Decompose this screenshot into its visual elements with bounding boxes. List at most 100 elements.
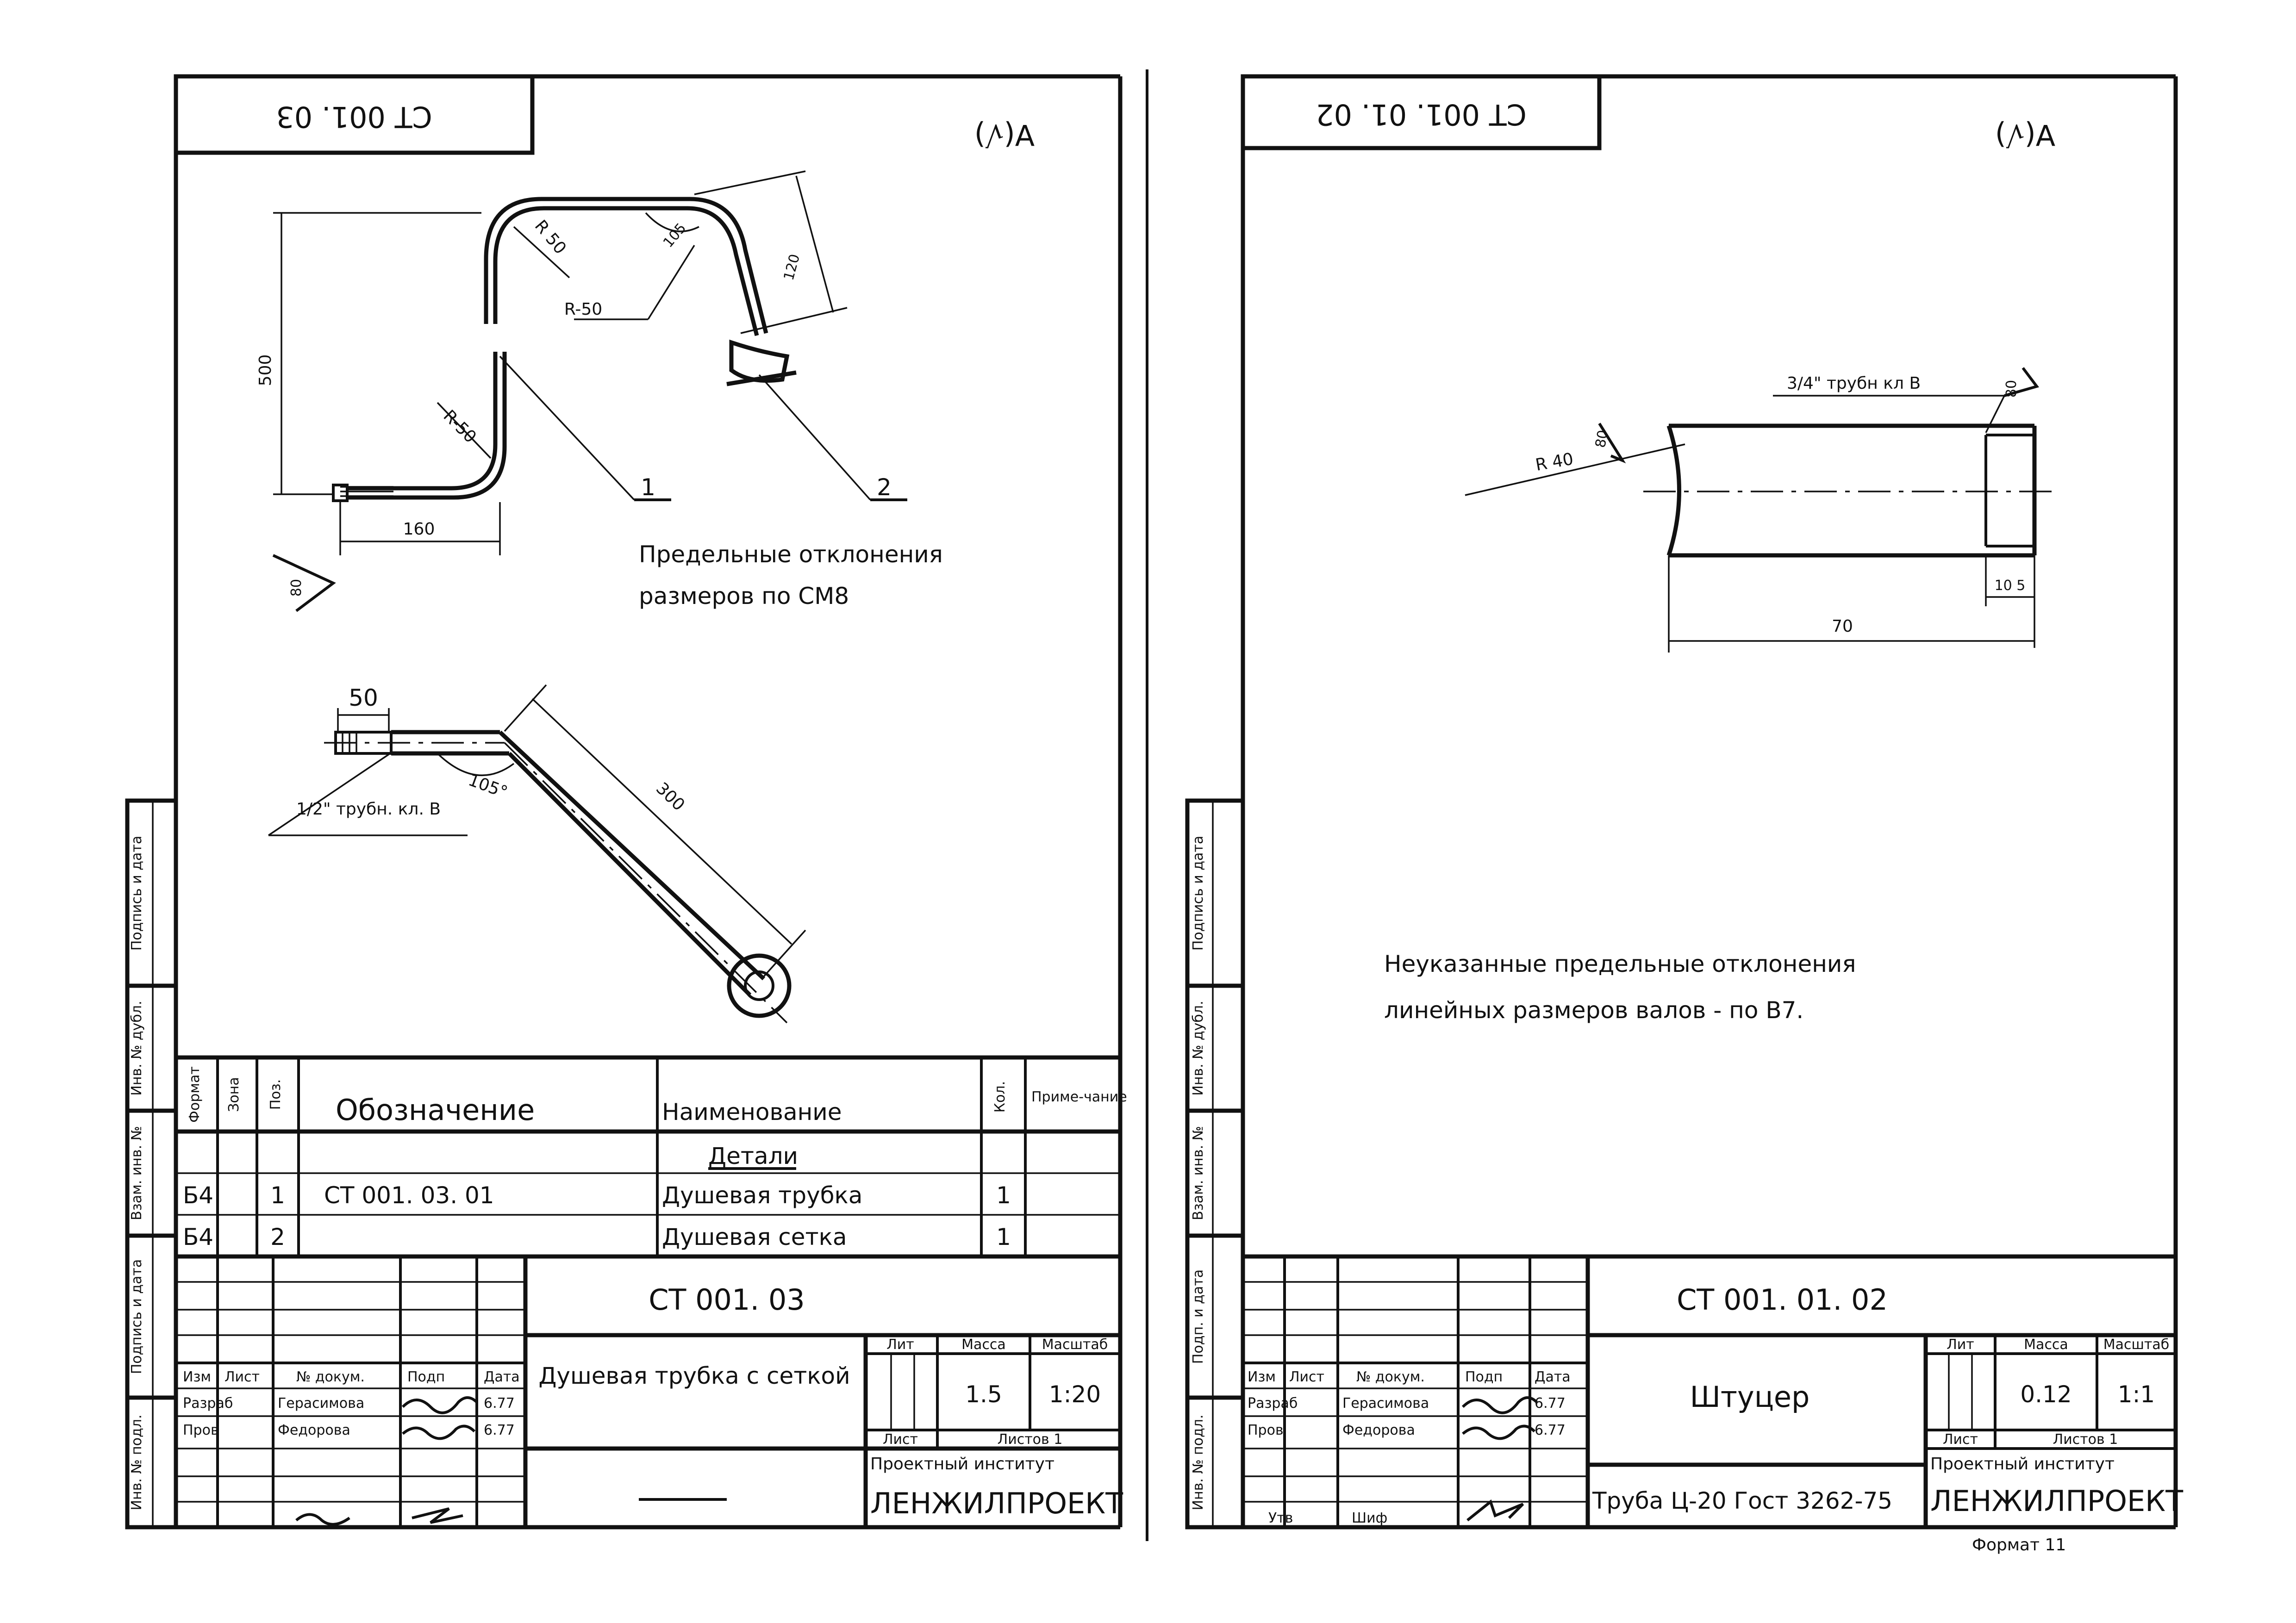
signature-3	[295, 1513, 350, 1526]
right-scale-value: 1:1	[2118, 1381, 2155, 1408]
strip-podpis-data-low: Подпись и дата	[129, 1259, 145, 1374]
pipe-lower-view	[324, 730, 792, 1024]
left-row-2-date: 6.77	[484, 1422, 515, 1438]
strip-inv-podl: Инв. № подл.	[129, 1415, 145, 1511]
right-strip-vzam-inv: Взам. инв. №	[1190, 1126, 1206, 1220]
right-mass-value: 0.12	[2020, 1381, 2071, 1408]
left-row-1-role: Разраб	[183, 1395, 233, 1412]
right-sheets-label: Листов 1	[2053, 1431, 2118, 1448]
right-sheet: СТ 001. 01. 02 ∀(√) 3/4" трубн кл В 80 R…	[176, 74, 2184, 1555]
left-row-2-name: Федорова	[278, 1422, 350, 1438]
right-col-sign: Подп	[1465, 1369, 1503, 1385]
right-code-stamp: СТ 001. 01. 02	[1316, 98, 1527, 131]
spec-section: Детали	[708, 1143, 798, 1169]
right-strip-inv-dubl: Инв. № дубл.	[1190, 1001, 1206, 1095]
dim-300: 300	[652, 779, 688, 815]
left-institute-line-2: ЛЕНЖИЛПРОЕКТ	[870, 1486, 1123, 1520]
left-sheets-label: Листов 1	[998, 1431, 1063, 1448]
right-row-1-role: Разраб	[1248, 1395, 1298, 1412]
left-row-1-name: Герасимова	[278, 1395, 364, 1412]
right-material: Труба Ц-20 Гост 3262-75	[1592, 1487, 1892, 1514]
spec-row-1-qty: 1	[996, 1182, 1011, 1209]
spec-header-pos: Поз.	[268, 1079, 284, 1110]
right-institute-line-1: Проектный институт	[1930, 1455, 2115, 1474]
thread-note: 1/2" трубн. кл. В	[296, 800, 441, 819]
roughness-mark: ∀(√)	[974, 118, 1035, 152]
note-line-1: Предельные отклонения	[639, 541, 943, 568]
right-row-3-name: Шиф	[1352, 1510, 1387, 1526]
right-row-2-role: Пров	[1248, 1422, 1284, 1438]
strip-inv-dubl: Инв. № дубл.	[129, 1001, 145, 1095]
spec-header-qty: Кол.	[992, 1081, 1008, 1113]
right-roughness-80-a: 80	[2003, 380, 2020, 398]
right-col-date: Дата	[1535, 1369, 1571, 1385]
dim-50: 50	[349, 684, 378, 711]
spec-row-1-pos: 1	[270, 1182, 285, 1209]
left-title-line: Душевая трубка с сеткой	[538, 1362, 850, 1389]
right-sheet-label: Лист	[1943, 1431, 1978, 1448]
dim-angle-105-top: 105	[660, 220, 690, 251]
right-strip-podpis-data: Подпись и дата	[1190, 836, 1206, 951]
dim-120: 120	[781, 252, 804, 282]
left-scale-label: Масштаб	[1042, 1337, 1108, 1353]
right-row-2-name: Федорова	[1342, 1422, 1415, 1438]
left-side-strip: Подпись и дата Инв. № дубл. Взам. инв. №…	[125, 798, 178, 1530]
left-sheet: СТ 001. 03 ∀(√) 500 160 R 50	[125, 69, 1148, 1541]
dim-r50-top: R 50	[531, 217, 570, 258]
roughness-80: 80	[288, 579, 305, 597]
left-mass-value: 1.5	[965, 1381, 1002, 1408]
right-row-1-date: 6.77	[1535, 1395, 1566, 1412]
right-row-1-name: Герасимова	[1342, 1395, 1429, 1412]
right-roughness-mark: ∀(√)	[1995, 118, 2055, 152]
left-col-sign: Подп	[407, 1369, 445, 1385]
right-dim-10-5: 10 5	[1995, 578, 2026, 594]
spec-header-designation: Обозначение	[336, 1093, 535, 1127]
spec-row-2-name: Душевая сетка	[662, 1224, 847, 1250]
left-col-list: Лист	[225, 1369, 260, 1385]
right-thread-note: 3/4" трубн кл В	[1787, 374, 1921, 393]
right-title: Штуцер	[1690, 1380, 1810, 1414]
left-lit-label: Лит	[886, 1337, 914, 1353]
spec-row-1-name: Душевая трубка	[662, 1182, 862, 1209]
right-col-doc: № докум.	[1356, 1369, 1425, 1385]
dim-500: 500	[256, 354, 275, 386]
right-mass-label: Масса	[2024, 1337, 2068, 1353]
right-title-block: СТ 001. 01. 02 Штуцер Труба Ц-20 Гост 32…	[1243, 1254, 2184, 1527]
spec-row-1-format: Б4	[183, 1182, 213, 1209]
left-title-block: СТ 001. 03 Душевая трубка с сеткой Лит М…	[176, 1256, 1123, 1527]
right-lit-label: Лит	[1947, 1337, 1974, 1353]
left-institute-line-1: Проектный институт	[870, 1455, 1054, 1474]
left-mass-label: Масса	[961, 1337, 1006, 1353]
right-note-line-1: Неуказанные предельные отклонения	[1384, 951, 1856, 977]
signature-4	[412, 1507, 463, 1524]
left-col-izm: Изм	[183, 1369, 211, 1385]
code-stamp-box	[174, 74, 535, 155]
leader-pos-1: 1	[641, 474, 655, 501]
code-stamp: СТ 001. 03	[276, 100, 432, 134]
left-col-doc: № докум.	[296, 1369, 365, 1385]
strip-podpis-data-top: Подпись и дата	[129, 836, 145, 951]
format-label: Формат 11	[1972, 1536, 2066, 1555]
spec-row-1-designation: СТ 001. 03. 01	[324, 1182, 494, 1209]
spec-header-name: Наименование	[662, 1099, 842, 1126]
signature-5	[1461, 1396, 1538, 1414]
dim-160: 160	[403, 520, 435, 539]
right-institute-line-2: ЛЕНЖИЛПРОЕКТ	[1930, 1484, 2184, 1518]
right-strip-inv-podl: Инв. № подл.	[1190, 1415, 1206, 1511]
right-roughness-80-b: 80	[1592, 429, 1611, 449]
right-side-strip: Подпись и дата Инв. № дубл. Взам. инв. №…	[1185, 798, 1245, 1530]
right-scale-label: Масштаб	[2103, 1337, 2170, 1353]
right-strip-podp-data: Подп. и дата	[1190, 1269, 1206, 1364]
left-sheet-label: Лист	[883, 1431, 918, 1448]
spec-header-format: Формат	[187, 1066, 203, 1123]
spec-table: Формат Зона Поз. Обозначение Наименовани…	[176, 1055, 1127, 1259]
strip-vzam-inv: Взам. инв. №	[129, 1126, 145, 1220]
signature-7	[1466, 1499, 1524, 1522]
signature-6	[1462, 1424, 1536, 1440]
right-code-stamp-box	[1241, 74, 1602, 150]
spec-row-2-pos: 2	[270, 1224, 285, 1250]
right-note-line-2: линейных размеров валов - по В7.	[1384, 997, 1803, 1024]
pipe-upper-view	[332, 197, 797, 502]
spec-row-2-format: Б4	[183, 1224, 213, 1250]
